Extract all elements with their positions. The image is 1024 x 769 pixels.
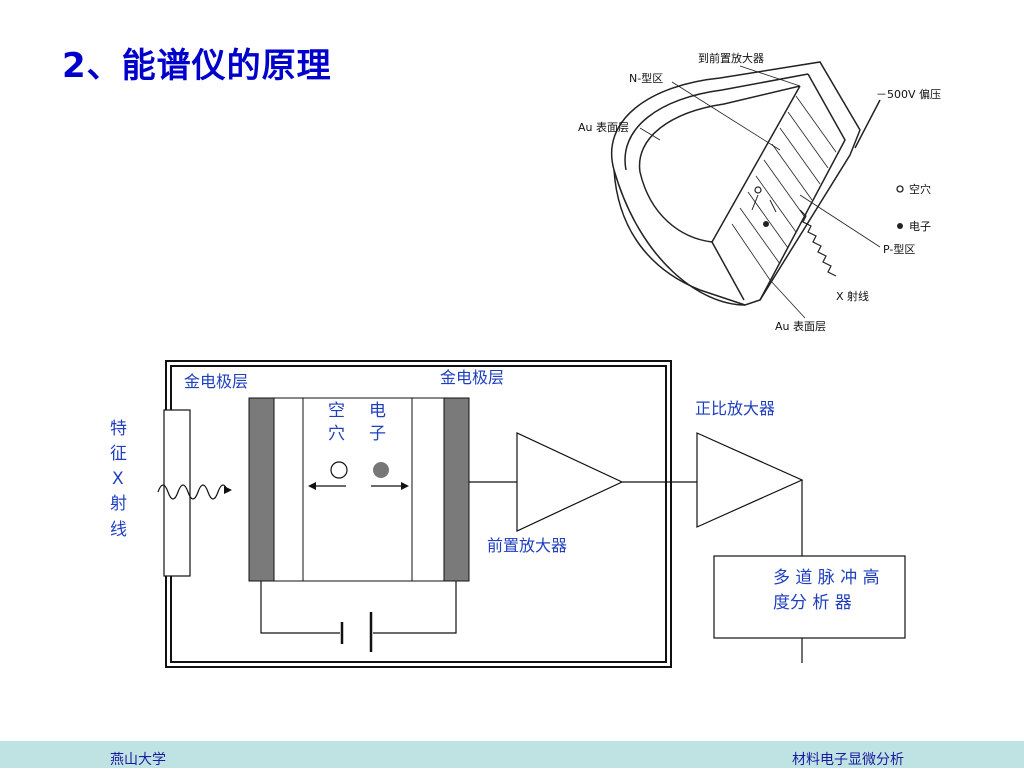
label-electron-char-2: 子 <box>369 424 386 444</box>
right-electrode <box>443 397 470 582</box>
label-bias: －500V 偏压 <box>876 87 941 101</box>
prop-amp-triangle <box>696 432 804 528</box>
cutaway-electron-marker <box>763 221 769 227</box>
label-to-preamp: 到前置放大器 <box>698 51 764 65</box>
label-hole-char-2: 穴 <box>328 424 345 444</box>
label-xray-char-4: 射 <box>110 494 127 514</box>
label-xray-char-3: X <box>112 469 124 489</box>
xray-wave-arrow <box>157 484 229 500</box>
detector-cutaway-drawing <box>611 61 881 319</box>
hole-symbol <box>330 461 348 479</box>
cutaway-hole-marker <box>754 186 762 194</box>
label-hole: 空穴 <box>909 182 931 196</box>
label-p-region: P-型区 <box>883 242 915 256</box>
label-electron-char-1: 电 <box>369 401 386 421</box>
label-preamp: 前置放大器 <box>487 536 567 555</box>
label-xray-char-5: 线 <box>110 520 127 540</box>
footer-bar: 燕山大学 材料电子显微分析 <box>0 741 1024 768</box>
bias-circuit-wire <box>260 581 340 634</box>
electron-symbol <box>373 462 389 478</box>
label-xray: X 射线 <box>836 289 869 303</box>
slide-title: 2、能谱仪的原理 <box>62 46 332 86</box>
label-n-region: N-型区 <box>629 71 663 85</box>
label-electron: 电子 <box>909 220 931 233</box>
mca-box <box>713 555 906 639</box>
label-hole-char-1: 空 <box>328 401 345 421</box>
label-mca-line2: 度分 析 器 <box>773 593 852 613</box>
legend-electron-icon <box>897 223 903 229</box>
label-au-surface-bottom: Au 表面层 <box>775 319 826 333</box>
footer-course: 材料电子显微分析 <box>792 752 904 768</box>
footer-university: 燕山大学 <box>110 752 166 768</box>
label-au-surface-top: Au 表面层 <box>578 120 629 134</box>
label-mca-line1: 多 道 脉 冲 高 <box>773 568 880 588</box>
label-electrode-right: 金电极层 <box>440 368 504 387</box>
label-electrode-left: 金电极层 <box>184 372 248 391</box>
detector-crystal <box>273 397 445 582</box>
left-electrode <box>248 397 275 582</box>
label-prop-amp: 正比放大器 <box>695 399 775 418</box>
legend-hole-icon <box>896 185 904 193</box>
label-xray-char-2: 征 <box>110 444 127 464</box>
label-xray-char-1: 特 <box>110 419 127 439</box>
preamp-triangle <box>516 432 624 532</box>
